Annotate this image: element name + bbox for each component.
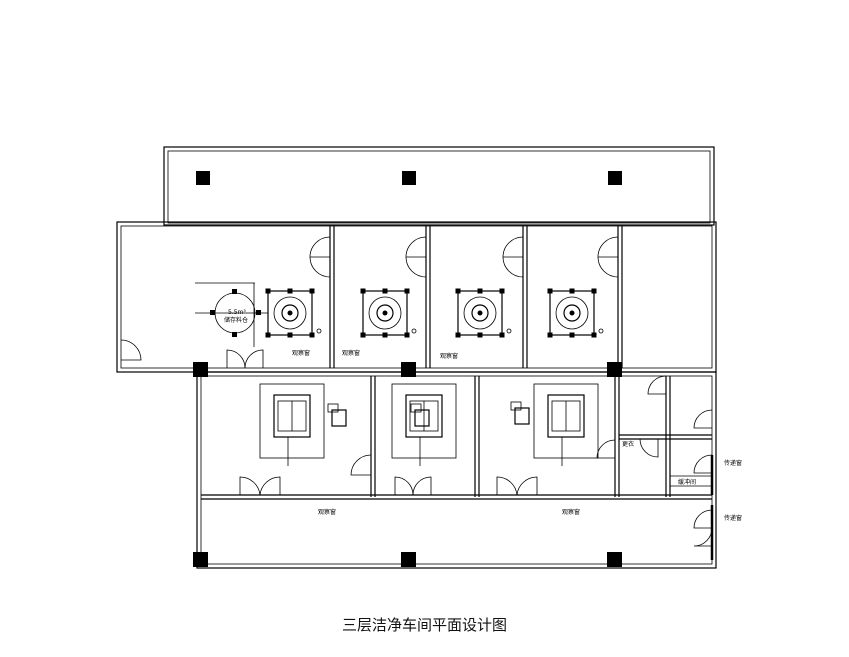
side-room-label: 缓冲间 [678,478,696,486]
storage-silo: 5.5m³ 储存料仓 [195,282,268,347]
window-label: 观察窗 [342,349,360,357]
control-cabinet [514,407,530,425]
upper-block [116,221,717,373]
terrace-inner [167,150,711,224]
exit-label: 传递窗 [724,459,742,467]
terrace-outer [163,146,715,226]
press-machine [533,383,599,459]
lower-block [196,371,717,569]
press-machine [259,383,325,459]
window-label: 观察窗 [440,352,458,360]
control-cabinet [414,409,430,427]
columns [193,171,622,567]
small-room-label: 更衣 [622,440,634,448]
window-label: 观察窗 [318,508,336,516]
drawing-title: 三层洁净车间平面设计图 [341,616,507,634]
control-cabinet [331,409,347,427]
doors [120,236,713,547]
window-label: 观察窗 [292,349,310,357]
lower-partitions [201,376,714,560]
machines [259,288,604,466]
upper-partitions [329,226,623,368]
exit-label: 传递窗 [724,514,742,522]
window-label: 观察窗 [562,508,580,516]
silo-name: 储存料仓 [224,316,248,324]
silo-volume: 5.5m³ [228,309,246,316]
press-machine [391,383,457,459]
